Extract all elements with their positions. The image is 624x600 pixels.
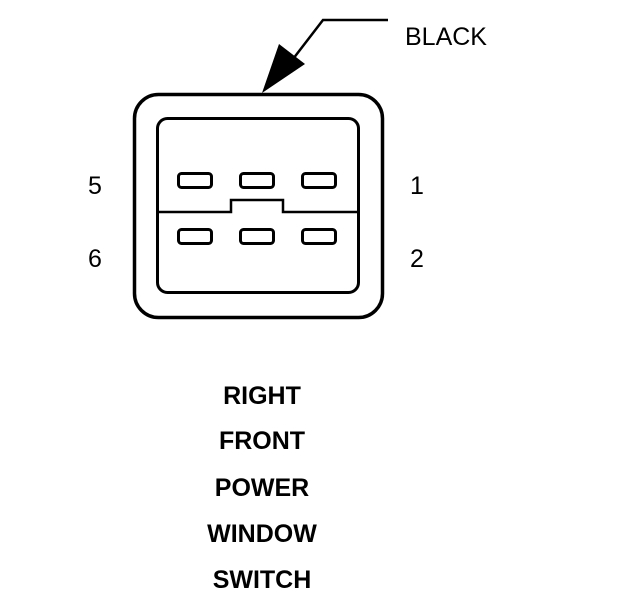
pin-label-6: 6 (88, 245, 102, 273)
connector-outer-housing (132, 92, 385, 320)
caption-line-front: FRONT (218, 427, 306, 455)
terminal-2 (301, 228, 337, 245)
leader-arrowhead (262, 44, 305, 93)
connector-inner-face (156, 117, 360, 294)
pin-label-5: 5 (88, 172, 102, 200)
wire-color-label: BLACK (405, 23, 487, 51)
pin-label-2: 2 (410, 245, 424, 273)
caption-line-right: RIGHT (223, 382, 301, 410)
caption-line-power: POWER (214, 474, 310, 502)
terminal-1 (301, 172, 337, 189)
terminal-5 (177, 172, 213, 189)
terminal-top-middle (239, 172, 275, 189)
caption-line-window: WINDOW (207, 520, 317, 548)
leader-line (282, 18, 388, 73)
pin-label-1: 1 (410, 172, 424, 200)
terminal-bottom-middle (239, 228, 275, 245)
terminal-6 (177, 228, 213, 245)
connector-key-divider (158, 198, 357, 214)
caption-line-switch: SWITCH (212, 566, 312, 594)
